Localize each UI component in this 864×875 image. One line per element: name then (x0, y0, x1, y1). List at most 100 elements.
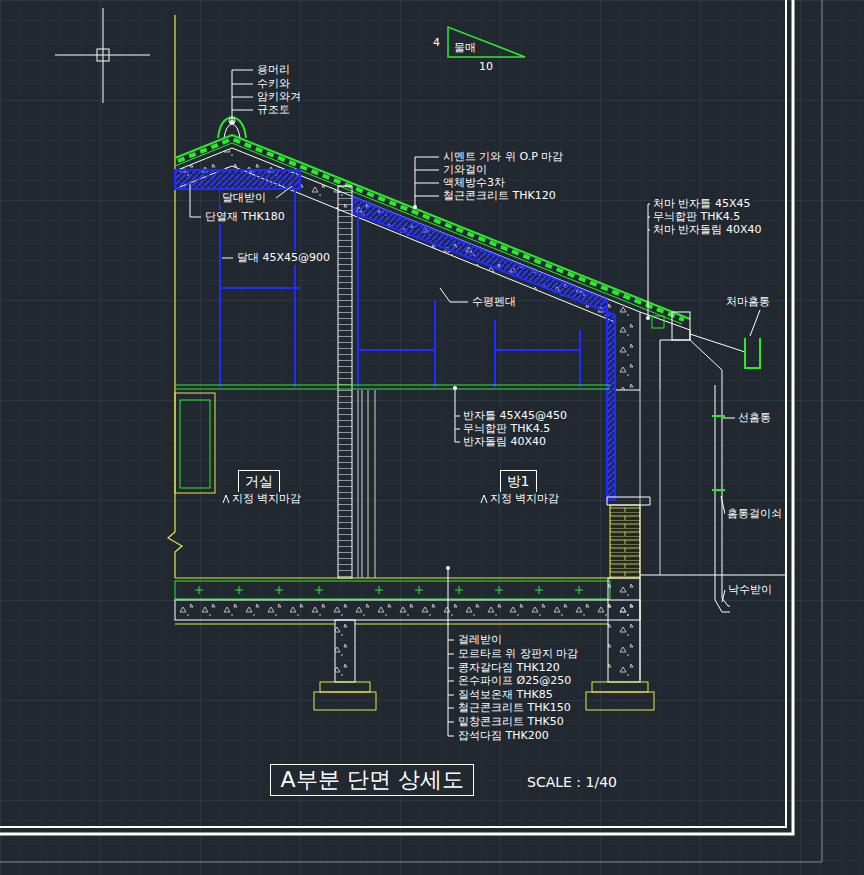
eaves (690, 340, 722, 385)
callout-text: 달대 45X45@900 (235, 251, 332, 265)
callout-text: 선홈통 (736, 411, 773, 425)
floor-layers (175, 600, 640, 620)
sheet-border (0, 0, 786, 827)
callout-text: 지정 벽지마감 (230, 492, 304, 506)
eaves (652, 316, 664, 328)
ucs-crosshair (55, 8, 150, 103)
foundation (586, 692, 654, 710)
roof-slab (175, 148, 640, 390)
callout-text: 무늬합판 THK4.5 (651, 210, 742, 224)
leader-dot (413, 205, 417, 209)
leader-line (190, 70, 760, 736)
slope-label: 물매 (454, 41, 476, 55)
callout-text: 걸레받이 (456, 633, 504, 647)
callout-text: 단열재 THK180 (203, 210, 287, 224)
leader-line (440, 288, 468, 302)
callout-text: 홈통걸이쇠 (725, 507, 784, 521)
callout-text: 수키와 (255, 77, 292, 91)
downspout (640, 575, 786, 576)
floor-layers (175, 578, 640, 624)
callout-text: 콩자갈다짐 THK120 (456, 661, 562, 675)
callout-text: 모르타르 위 장판지 마감 (456, 647, 581, 661)
floor-layers (175, 577, 610, 578)
foundation (314, 578, 654, 710)
insulation (352, 197, 615, 500)
callout-text: 처마 반자틀 45X45 (651, 197, 753, 211)
foundation (320, 682, 370, 692)
ceiling-frame (358, 214, 580, 387)
downspout (640, 385, 786, 612)
finish-marker (481, 495, 487, 503)
leader-line (455, 388, 460, 442)
eaves (672, 312, 690, 340)
callout-text: 반자틀 45X45@450 (461, 409, 569, 423)
callout-text: 질석보온재 THK85 (456, 688, 555, 702)
eaves (640, 312, 760, 390)
leader-dot (230, 120, 650, 570)
eaves (690, 334, 745, 352)
exterior-wall (640, 390, 660, 680)
callout-text: 규조토 (255, 103, 292, 117)
finish-marker (223, 495, 229, 503)
downspout (715, 385, 730, 612)
exterior-wall (607, 497, 650, 505)
room-name: 방1 (501, 473, 536, 490)
leader-line (276, 186, 292, 198)
foundation (335, 620, 355, 682)
partition-stud (358, 390, 375, 578)
callout-text: 온수파이프 Ø25@250 (456, 674, 573, 688)
scale-note: SCALE : 1/40 (525, 774, 619, 791)
callout-text: 용머리 (255, 63, 292, 77)
ridge-post (338, 186, 352, 578)
leader-line (190, 184, 201, 217)
window (180, 400, 210, 488)
leader-line (750, 310, 760, 336)
sheet-border (0, 0, 793, 834)
callout-text: 지정 벽지마감 (488, 492, 562, 506)
wall-line (168, 15, 182, 578)
room-name: 거실 (239, 473, 279, 490)
floor-layers (195, 586, 583, 594)
eaves (745, 338, 760, 368)
leader-line (723, 418, 735, 419)
leader-dot (453, 386, 457, 390)
insulation (175, 170, 615, 500)
floor-layers (175, 581, 610, 599)
callout-text: 시멘트 기와 위 O.P 마감 (441, 150, 565, 164)
callout-text: 기와걸이 (441, 163, 489, 177)
slope-number: 4 (431, 36, 442, 50)
leader-line (222, 258, 233, 259)
ceiling-line (175, 385, 610, 389)
slope-outline (448, 27, 525, 57)
exterior-wall (610, 505, 640, 578)
callout-text: 잡석다짐 THK200 (456, 729, 551, 743)
leader-dot (646, 316, 650, 320)
slope-triangle: 물매 (448, 27, 525, 57)
eaves (640, 312, 690, 390)
room-label: 방1 (500, 470, 537, 493)
downspout (712, 416, 725, 490)
callout-text: 철근콘크리트 THK150 (456, 701, 573, 715)
leader-line (415, 157, 439, 207)
insulation (175, 170, 300, 189)
callout-text: 달대받이 (220, 191, 268, 205)
callout-text: 무늬합판 THK4.5 (461, 422, 552, 436)
callout-text: 철근콘크리트 THK120 (441, 189, 558, 203)
leader-line (648, 204, 650, 318)
drawing-title: A부분 단면 상세도 (270, 764, 473, 796)
slope-number: 10 (477, 60, 495, 74)
ceiling-line (175, 385, 610, 389)
callout-text: 액체방수3차 (441, 176, 507, 190)
leader-line (722, 590, 725, 602)
sheet-border (0, 0, 822, 862)
callout-text: 암키와겨 (255, 90, 303, 104)
callout-text: 낙수받이 (726, 583, 774, 597)
floor-layers (175, 624, 608, 625)
callout-text: 반자돌림 40X40 (461, 435, 548, 449)
leader-dot (446, 566, 450, 570)
window (175, 393, 215, 493)
ucs-crosshair (97, 49, 109, 61)
